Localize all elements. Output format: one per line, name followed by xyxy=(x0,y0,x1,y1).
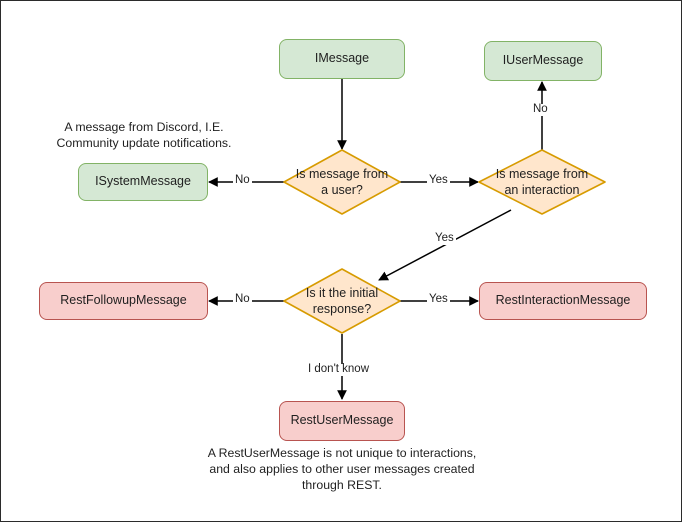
edge-label-user-yes: Yes xyxy=(427,174,450,187)
note-system-message-line2: Community update notifications. xyxy=(56,135,232,150)
note-system-message-line1: A message from Discord, I.E. xyxy=(64,120,224,134)
node-imessage-label: IMessage xyxy=(314,51,370,66)
node-isystemmessage-label: ISystemMessage xyxy=(95,174,191,189)
node-decision-interaction[interactable]: Is message from an interaction xyxy=(477,148,607,216)
edge-label-initial-no: No xyxy=(233,293,252,306)
decision-initial-label-line1: Is it the initial xyxy=(305,286,379,300)
node-restusermessage[interactable]: RestUserMessage xyxy=(279,401,405,441)
node-decision-initial[interactable]: Is it the initial response? xyxy=(282,267,402,335)
note-rest-user-message-line3: through REST. xyxy=(302,477,382,492)
edge-label-interaction-no: No xyxy=(531,103,550,116)
node-iusermessage-label: IUserMessage xyxy=(502,53,584,68)
node-isystemmessage[interactable]: ISystemMessage xyxy=(78,163,208,201)
decision-initial-label-line2: response? xyxy=(312,302,372,316)
node-decision-user[interactable]: Is message from a user? xyxy=(282,148,402,216)
edge-label-initial-unknown: I don't know xyxy=(306,363,372,376)
node-imessage[interactable]: IMessage xyxy=(279,39,405,79)
node-restinteractionmessage-label: RestInteractionMessage xyxy=(495,293,631,308)
edge-label-initial-yes: Yes xyxy=(427,293,450,306)
node-restusermessage-label: RestUserMessage xyxy=(290,413,394,428)
decision-interaction-label-line2: an interaction xyxy=(504,183,580,197)
edge-label-interaction-yes: Yes xyxy=(433,232,456,245)
note-rest-user-message-line1: A RestUserMessage is not unique to inter… xyxy=(207,446,477,460)
note-rest-user-message-line2: and also applies to other user messages … xyxy=(209,461,475,476)
decision-user-shape xyxy=(283,149,401,215)
note-system-message: A message from Discord, I.E. Community u… xyxy=(48,120,240,152)
decision-initial-shape xyxy=(283,268,401,334)
decision-user-label-line1: Is message from xyxy=(295,167,389,181)
decision-user-label-line2: a user? xyxy=(321,183,363,197)
node-restfollowupmessage-label: RestFollowupMessage xyxy=(60,293,187,308)
decision-interaction-label: Is message from an interaction xyxy=(477,148,607,216)
edge-label-user-no: No xyxy=(233,174,252,187)
decision-initial-label: Is it the initial response? xyxy=(282,267,402,335)
node-iusermessage[interactable]: IUserMessage xyxy=(484,41,602,81)
decision-interaction-shape xyxy=(478,149,606,215)
note-rest-user-message: A RestUserMessage is not unique to inter… xyxy=(182,446,502,494)
decision-user-label: Is message from a user? xyxy=(282,148,402,216)
decision-interaction-label-line1: Is message from xyxy=(495,167,589,181)
node-restfollowupmessage[interactable]: RestFollowupMessage xyxy=(39,282,208,320)
node-restinteractionmessage[interactable]: RestInteractionMessage xyxy=(479,282,647,320)
